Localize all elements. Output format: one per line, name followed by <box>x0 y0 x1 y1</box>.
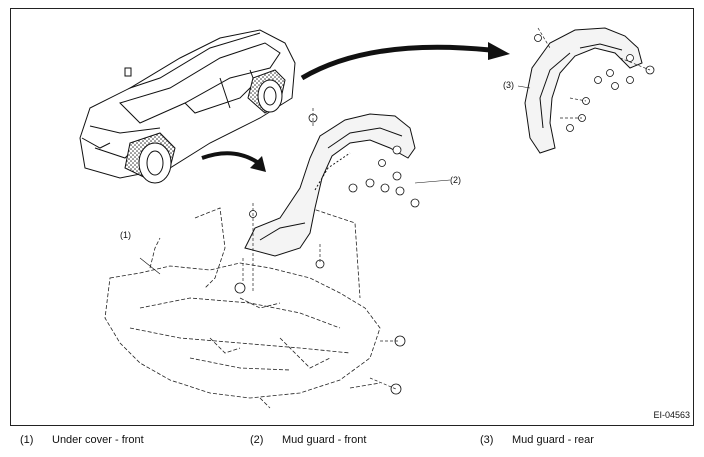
legend: (1) Under cover - front (2) Mud guard - fr… <box>0 432 704 452</box>
figure-id: EI-04563 <box>653 410 690 420</box>
fastener-guides <box>242 108 400 390</box>
legend-item-front-mud-guard: (2) Mud guard - front <box>250 434 366 446</box>
legend-text: Under cover - front <box>52 434 144 446</box>
rear-fastener-guides <box>537 27 651 119</box>
legend-text: Mud guard - front <box>282 434 367 446</box>
arrow-to-front-head <box>250 156 266 172</box>
arrow-to-front <box>201 151 262 166</box>
legend-text: Mud guard - rear <box>512 434 594 446</box>
callout-3: (3) <box>503 80 514 90</box>
callout-1-leader <box>139 257 161 275</box>
arrow-to-rear <box>300 44 491 81</box>
legend-number: (3) <box>480 434 494 446</box>
legend-item-under-cover: (1) Under cover - front <box>20 434 144 446</box>
vehicle-illustration <box>79 29 296 184</box>
mud-guard-front <box>244 113 416 257</box>
diagram-frame <box>10 8 694 426</box>
arrow-to-rear-head <box>488 42 510 60</box>
callout-1: (1) <box>120 230 131 240</box>
legend-number: (2) <box>250 434 264 446</box>
mud-guard-rear-fasteners <box>534 34 655 132</box>
parts-diagram <box>79 27 655 409</box>
callout-2-leader <box>414 179 451 184</box>
callout-2: (2) <box>450 175 461 185</box>
under-cover-front <box>104 207 381 409</box>
mud-guard-rear <box>524 27 643 154</box>
callout-3-leader <box>517 85 531 89</box>
legend-item-rear-mud-guard: (3) Mud guard - rear <box>480 434 594 446</box>
legend-number: (1) <box>20 434 34 446</box>
